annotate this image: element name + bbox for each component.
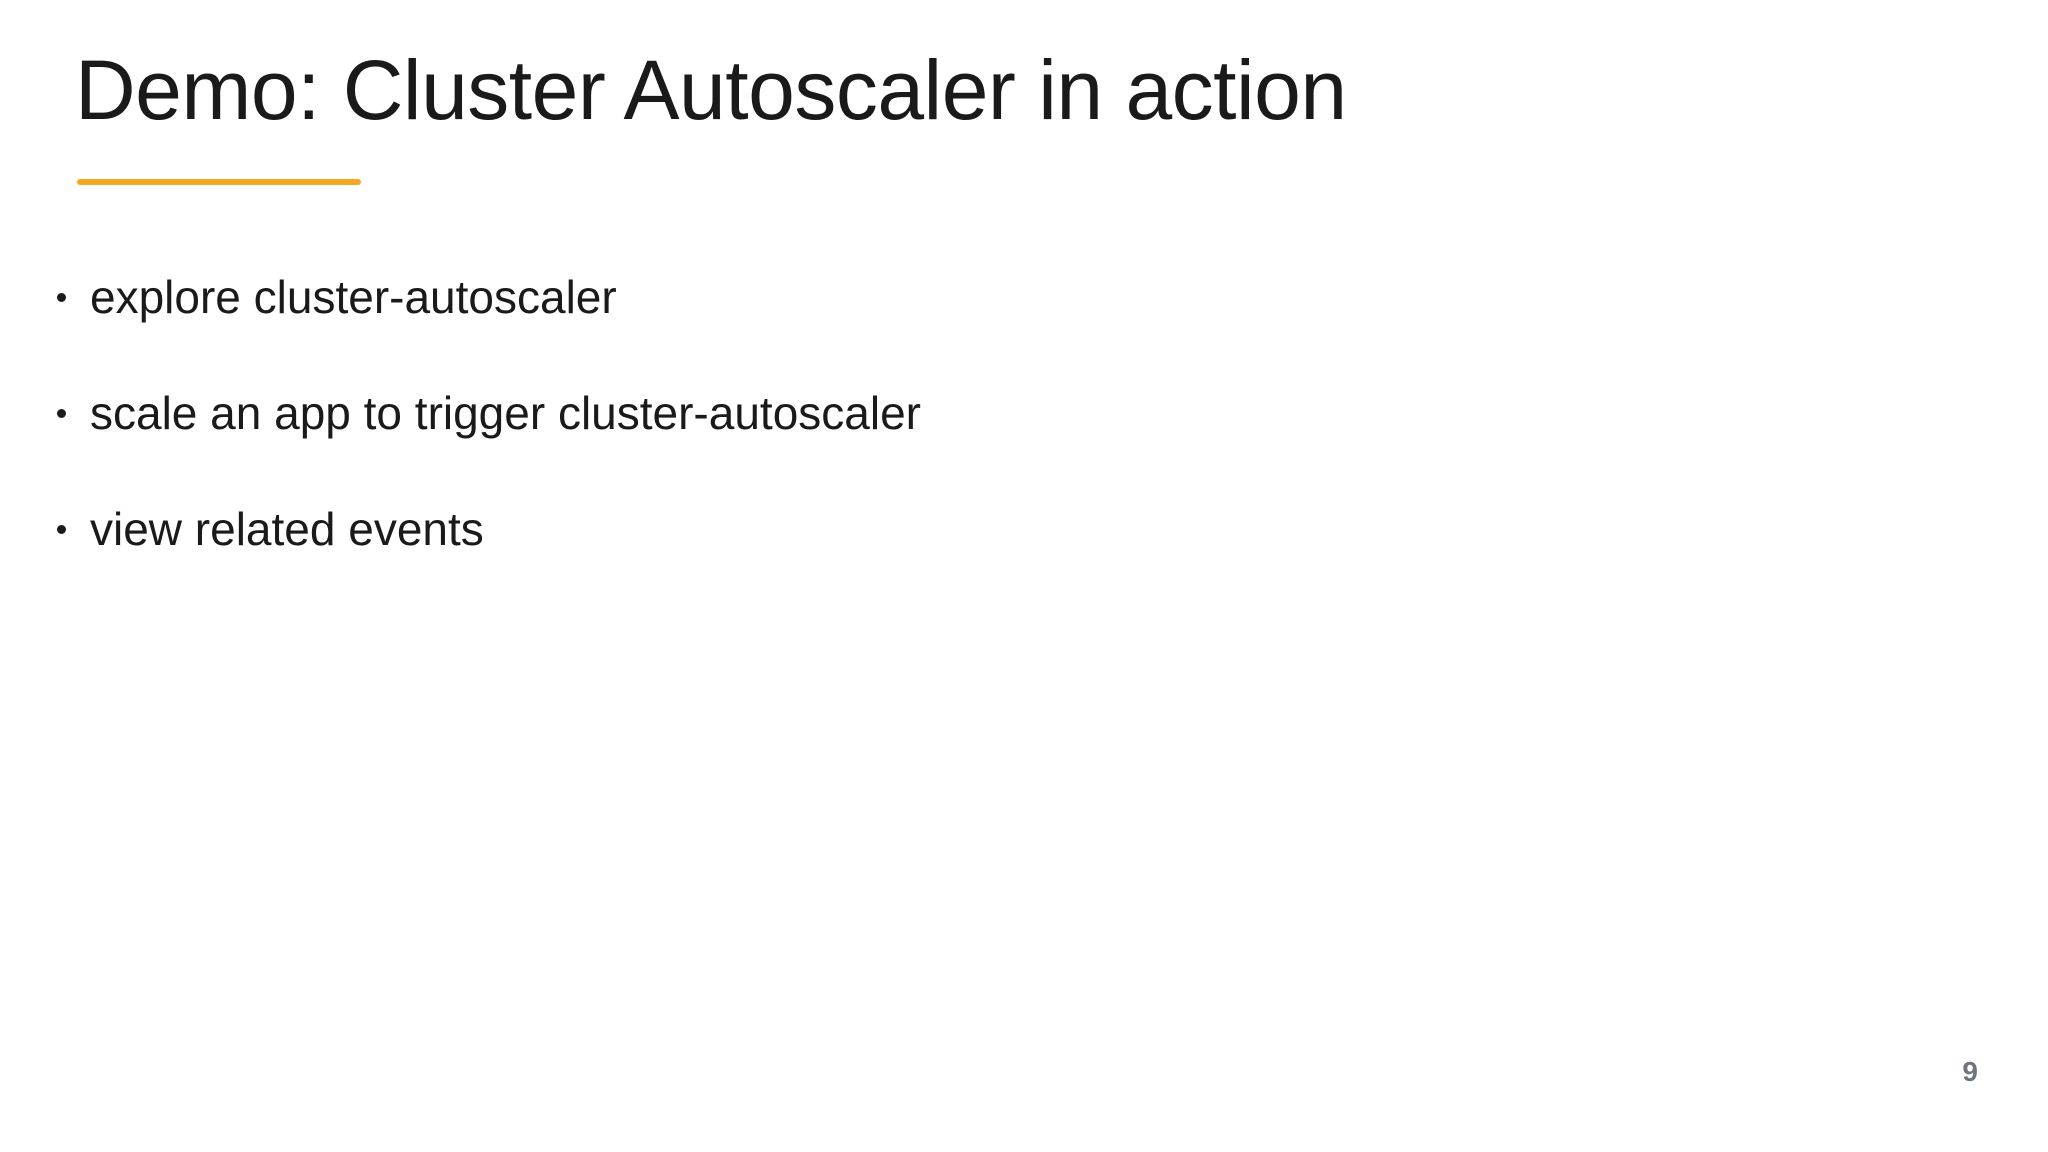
bullet-list: explore cluster-autoscaler scale an app …	[57, 269, 921, 617]
bullet-item: scale an app to trigger cluster-autoscal…	[57, 385, 921, 441]
bullet-text: scale an app to trigger cluster-autoscal…	[90, 387, 921, 439]
bullet-dot	[57, 524, 66, 534]
bullet-text: explore cluster-autoscaler	[90, 271, 617, 323]
slide-title: Demo: Cluster Autoscaler in action	[75, 43, 1347, 137]
bullet-dot	[57, 292, 66, 302]
bullet-item: explore cluster-autoscaler	[57, 269, 921, 325]
bullet-text: view related events	[90, 503, 484, 555]
bullet-item: view related events	[57, 501, 921, 557]
bullet-dot	[57, 408, 66, 418]
page-number: 9	[1962, 1056, 1978, 1087]
title-accent-underline	[77, 179, 361, 185]
